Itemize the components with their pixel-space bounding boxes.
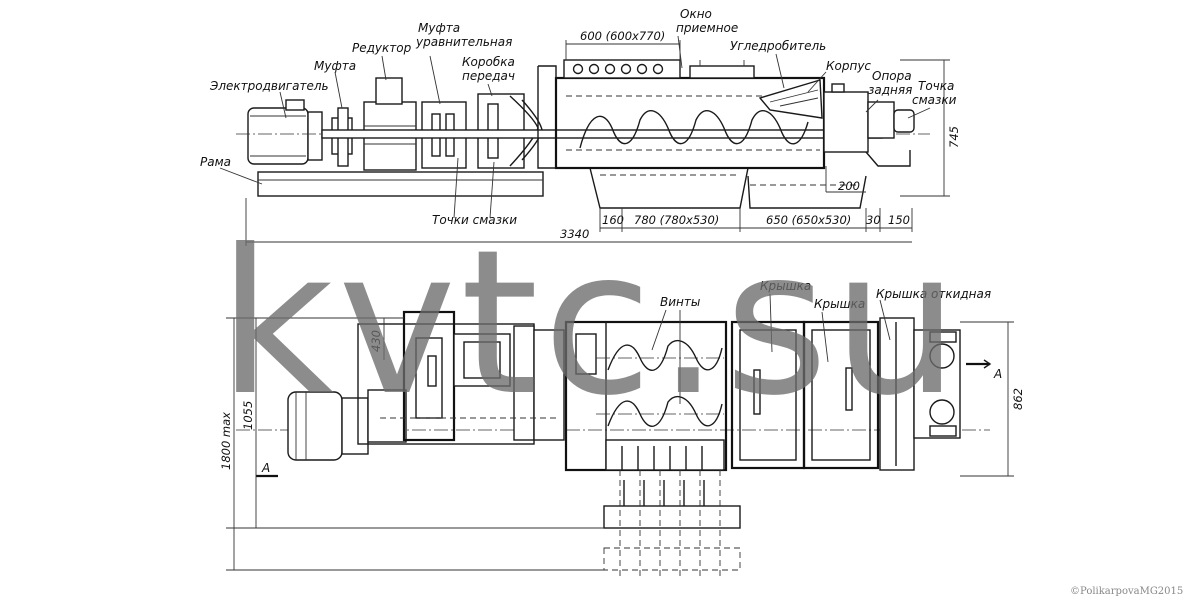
dim-window: 600 (600x770) bbox=[580, 29, 665, 43]
plan-gearbox bbox=[533, 329, 565, 441]
main-shaft bbox=[321, 129, 883, 139]
label-coupling: Муфта bbox=[314, 59, 356, 73]
motor-flange bbox=[307, 111, 323, 161]
front-flange bbox=[537, 65, 557, 169]
label-lube-points: Точки смазки bbox=[432, 213, 517, 227]
compactor-cone bbox=[758, 79, 823, 119]
label-compactor: Угледробитель bbox=[730, 39, 826, 53]
label-support-1: Опора bbox=[872, 69, 912, 83]
label-gearbox-2: передач bbox=[462, 69, 515, 83]
label-window-1: Окно bbox=[680, 7, 712, 21]
label-window-2: приемное bbox=[676, 21, 738, 35]
auger-flights bbox=[579, 110, 809, 149]
plan-cover-2 bbox=[802, 320, 880, 470]
label-housing: Корпус bbox=[826, 59, 871, 73]
plan-hinged-cover bbox=[879, 317, 915, 471]
label-support-2: задняя bbox=[868, 83, 912, 97]
dim-total: 3340 bbox=[560, 227, 589, 241]
discharge-plate bbox=[603, 505, 741, 529]
dim-150: 150 bbox=[888, 213, 910, 227]
copyright: ©PolikarpovaMG2015 bbox=[1070, 586, 1183, 597]
dim-1055: 1055 bbox=[241, 401, 255, 430]
rear-support bbox=[823, 91, 869, 153]
label-coupling-eq-2: уравнительная bbox=[415, 35, 512, 49]
label-section-left: A bbox=[261, 461, 270, 475]
label-cover-hinged: Крышка откидная bbox=[876, 287, 991, 301]
frame-base bbox=[257, 171, 544, 197]
dim-1800: 1800 max bbox=[219, 412, 233, 470]
plan-screw-2 bbox=[607, 395, 723, 427]
dim-862: 862 bbox=[1011, 388, 1025, 410]
label-gearbox-1: Коробка bbox=[462, 55, 515, 69]
label-section-right: A bbox=[993, 367, 1002, 381]
label-motor: Электродвигатель bbox=[209, 79, 329, 93]
motor-terminal-box bbox=[285, 99, 305, 111]
dim-height: 745 bbox=[947, 126, 961, 148]
label-frame: Рама bbox=[200, 155, 231, 169]
label-screws: Винты bbox=[660, 295, 700, 309]
plan-screw-1 bbox=[607, 339, 723, 371]
label-cover-1: Крышка bbox=[760, 279, 811, 293]
side-elevation bbox=[219, 35, 950, 246]
dim-30: 30 bbox=[866, 213, 881, 227]
dim-200: 200 bbox=[838, 179, 860, 193]
plan-coupling bbox=[367, 389, 407, 443]
label-reducer: Редуктор bbox=[352, 41, 412, 55]
label-lube-point-1: Точка bbox=[918, 79, 954, 93]
label-coupling-eq-1: Муфта bbox=[418, 21, 460, 35]
label-cover-2: Крышка bbox=[814, 297, 865, 311]
plan-view bbox=[226, 293, 1014, 580]
dim-780: 780 (780x530) bbox=[634, 213, 719, 227]
labels: Электродвигатель Муфта Редуктор Муфта ур… bbox=[200, 7, 1002, 475]
dimension-texts: 600 (600x770) 745 200 160 780 (780x530) … bbox=[219, 29, 1025, 470]
lube-point-nipple bbox=[893, 109, 915, 133]
reducer-top bbox=[375, 77, 403, 105]
trough-leg bbox=[589, 167, 749, 209]
dim-430: 430 bbox=[369, 330, 383, 352]
plan-end-bearing bbox=[913, 329, 961, 439]
rear-bearing bbox=[867, 101, 895, 139]
dim-160: 160 bbox=[602, 213, 624, 227]
dim-650: 650 (650x530) bbox=[766, 213, 851, 227]
label-lube-point-2: смазки bbox=[912, 93, 957, 107]
watermark: kvtc.su bbox=[218, 207, 963, 440]
